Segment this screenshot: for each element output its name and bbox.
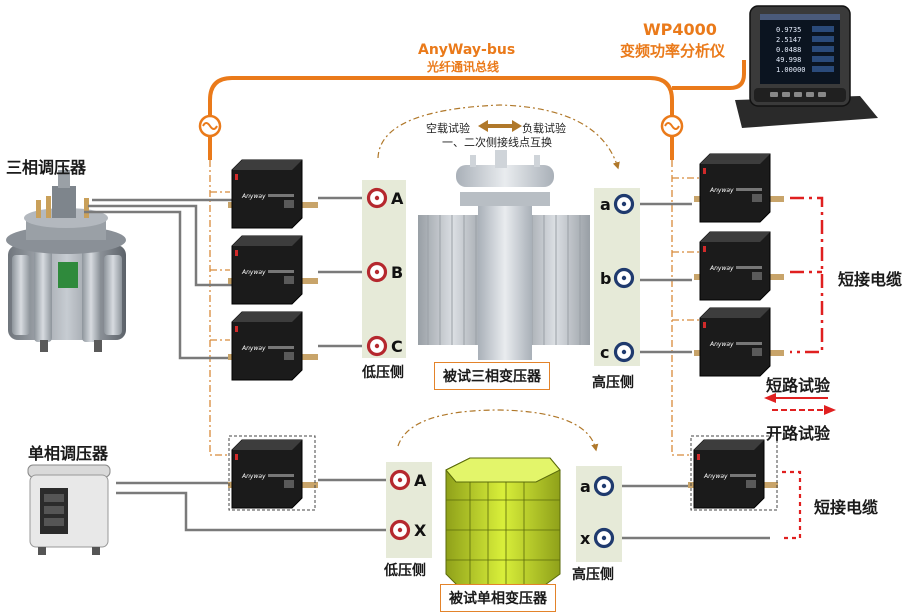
terminal: b <box>600 267 635 289</box>
single-sensor-frame-left <box>228 435 316 511</box>
screen-reading: 2.5147 <box>776 36 801 44</box>
analyzer-model: WP4000 <box>643 20 717 39</box>
sensor-led-icon <box>235 326 238 332</box>
analyzer-buttons <box>770 92 826 97</box>
single-phase-dut-label: 被试单相变压器 <box>440 584 556 612</box>
fiber-bus-branches <box>209 160 700 456</box>
current-sensor: Anyway <box>694 231 784 301</box>
terminal-label: C <box>391 337 403 356</box>
swap-left-label: 空载试验 <box>426 122 470 135</box>
sensor-led-icon <box>235 250 238 256</box>
sensor-led-icon <box>703 322 706 328</box>
short-cable-label-three: 短接电缆 <box>838 270 903 289</box>
terminal-label: a <box>580 477 591 496</box>
terminal-label: A <box>414 471 427 490</box>
terminal: a <box>600 193 635 215</box>
bus-subtitle: 光纤通讯总线 <box>427 60 500 74</box>
open-test-label: 开路试验 <box>766 424 831 443</box>
terminal-label: a <box>600 195 611 214</box>
swap-right-label: 负载试验 <box>522 122 566 135</box>
swap-arcs <box>377 104 620 452</box>
bus-name: AnyWay-bus <box>418 42 516 58</box>
low-side-wires <box>318 196 392 482</box>
current-sensors: AnywayAnywayAnywayAnywayAnywayAnywayAnyw… <box>228 153 784 509</box>
terminal: A <box>366 187 404 209</box>
terminal-label: c <box>600 343 609 362</box>
sensor-led-icon <box>703 246 706 252</box>
terminal-label: B <box>391 263 403 282</box>
terminal-label: x <box>580 529 591 548</box>
sensor-brand: Anyway <box>709 341 734 348</box>
current-sensor: Anyway <box>228 311 318 381</box>
current-sensor: Anyway <box>694 153 784 223</box>
three-high-side-label: 高压侧 <box>592 375 634 391</box>
single-low-side-label: 低压侧 <box>384 563 426 579</box>
current-sensor: Anyway <box>228 159 318 229</box>
terminal: c <box>600 341 635 363</box>
sensor-brand: Anyway <box>703 473 728 480</box>
sensor-brand: Anyway <box>241 345 266 352</box>
terminal: X <box>389 519 427 541</box>
screen-bar <box>812 66 834 72</box>
three-phase-regulator-image <box>6 170 126 352</box>
screen-bar <box>812 36 834 42</box>
current-sensor: Anyway <box>694 307 784 377</box>
short-cable-three-phase <box>790 196 824 354</box>
sensor-led-icon <box>703 168 706 174</box>
bus-coupler-left-icon <box>198 114 222 138</box>
screen-bar <box>812 26 834 32</box>
three-phase-dut-label: 被试三相变压器 <box>434 362 550 390</box>
sensor-led-icon <box>235 454 238 460</box>
fiber-bus <box>208 60 746 160</box>
current-sensor: Anyway <box>228 235 318 305</box>
terminal-label: b <box>600 269 611 288</box>
terminal: C <box>366 335 403 357</box>
terminal: B <box>366 261 403 283</box>
single-sensor-frame-right <box>690 435 778 511</box>
screen-bar <box>812 46 834 52</box>
swap-note: 一、二次侧接线点互换 <box>442 136 552 149</box>
sensor-brand: Anyway <box>709 265 734 272</box>
terminal: x <box>580 527 615 549</box>
terminal: a <box>580 475 615 497</box>
current-sensor: Anyway <box>688 439 778 509</box>
sensor-brand: Anyway <box>241 269 266 276</box>
single-phase-transformer-image <box>445 457 561 591</box>
single-phase-regulator-label: 单相调压器 <box>28 444 109 463</box>
test-direction-arrows <box>764 393 836 415</box>
terminal: A <box>389 469 427 491</box>
analyzer-name: 变频功率分析仪 <box>620 42 726 60</box>
three-phase-regulator-label: 三相调压器 <box>6 158 87 177</box>
short-cable-label-single: 短接电缆 <box>814 498 879 517</box>
sensor-brand: Anyway <box>241 193 266 200</box>
terminal-label: X <box>414 521 427 540</box>
screen-bar <box>812 56 834 62</box>
sensor-brand: Anyway <box>709 187 734 194</box>
three-phase-transformer-image <box>418 150 590 360</box>
screen-reading: 0.0488 <box>776 46 801 54</box>
sensor-led-icon <box>697 454 700 460</box>
screen-reading: 0.9735 <box>776 26 801 34</box>
analyzer-screen-readings: 0.9735 2.5147 0.0488 49.998 1.00000 <box>776 26 834 74</box>
swap-double-arrow-icon <box>478 120 522 132</box>
single-high-side-label: 高压侧 <box>572 567 614 583</box>
sensor-brand: Anyway <box>241 473 266 480</box>
current-sensor: Anyway <box>228 439 318 509</box>
power-analyzer-device <box>735 5 878 128</box>
screen-reading: 1.00000 <box>776 66 806 74</box>
short-cable-single-phase <box>782 470 802 540</box>
short-test-label: 短路试验 <box>766 376 831 395</box>
screen-reading: 49.998 <box>776 56 801 64</box>
single-phase-regulator-image <box>27 464 111 555</box>
bus-coupler-right-icon <box>660 114 684 138</box>
three-low-side-label: 低压侧 <box>362 365 404 381</box>
terminal-label: A <box>391 189 404 208</box>
supply-wires <box>84 198 400 532</box>
sensor-led-icon <box>235 174 238 180</box>
